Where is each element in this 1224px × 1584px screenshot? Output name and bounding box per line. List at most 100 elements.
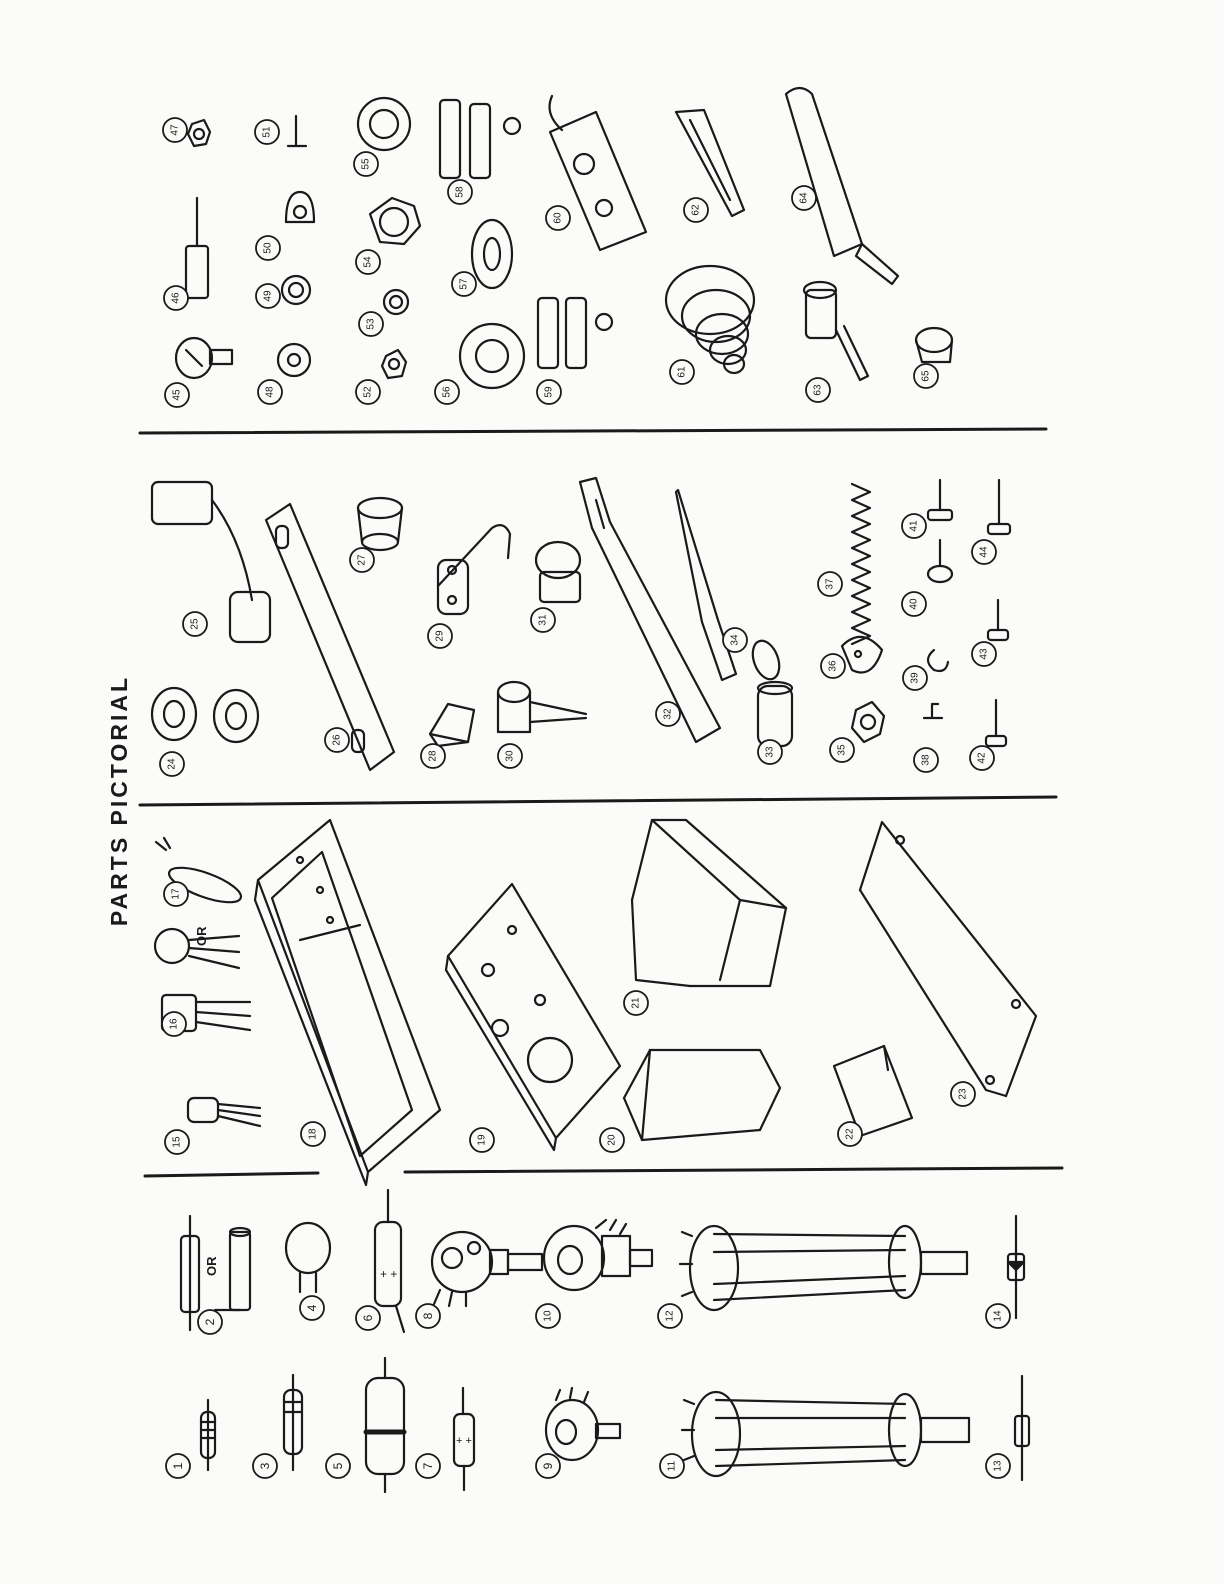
callout-part-45: 45 <box>165 383 189 407</box>
callout-number-64: 64 <box>799 192 810 204</box>
callout-part-56: 56 <box>435 380 459 404</box>
callout-number-52: 52 <box>363 386 374 398</box>
part-62-alligator-clip-drawing <box>676 110 744 216</box>
callout-part-59: 59 <box>537 380 561 404</box>
callout-number-59: 59 <box>544 386 555 398</box>
callout-part-27: 27 <box>350 548 374 572</box>
part-41-screw-drawing <box>928 480 952 520</box>
callout-number-18: 18 <box>308 1128 319 1140</box>
callout-number-37: 37 <box>825 578 836 590</box>
callout-part-15: 15 <box>165 1130 189 1154</box>
callout-part-30: 30 <box>498 744 522 768</box>
divider-middle <box>140 797 1056 805</box>
callout-number-11: 11 <box>667 1460 678 1471</box>
callout-number-12: 12 <box>665 1310 676 1322</box>
callout-number-62: 62 <box>691 204 702 216</box>
callout-number-8: 8 <box>421 1312 435 1319</box>
callout-part-39: 39 <box>903 666 927 690</box>
part-44-screw-drawing <box>988 480 1010 534</box>
callout-part-3: 3 <box>253 1454 277 1478</box>
callout-number-60: 60 <box>553 212 564 224</box>
part-25-connector-drawing <box>152 482 270 642</box>
part-5-capacitor-drawing <box>366 1358 404 1492</box>
callout-part-1: 1 <box>166 1454 190 1478</box>
callout-part-63: 63 <box>806 378 830 402</box>
callout-number-65: 65 <box>921 370 932 382</box>
part-14-diode-drawing <box>1008 1216 1024 1318</box>
part-50-lug-drawing <box>286 192 314 222</box>
part-37-spring-drawing <box>852 484 870 644</box>
part-46-spacer-drawing <box>186 198 208 298</box>
part-39-e-clip-drawing <box>928 650 948 671</box>
callout-number-19: 19 <box>477 1134 488 1146</box>
part-38-rivet-drawing <box>924 704 942 718</box>
callout-number-32: 32 <box>663 708 674 720</box>
callout-number-31: 31 <box>538 614 549 626</box>
callout-number-39: 39 <box>910 672 921 684</box>
callout-part-57: 57 <box>452 272 476 296</box>
part-8-potentiometer-drawing <box>432 1232 542 1306</box>
callout-part-34: 34 <box>723 628 747 652</box>
or-label-2: OR <box>204 1256 219 1276</box>
callout-number-21: 21 <box>631 997 642 1009</box>
callout-part-47: 47 <box>163 118 187 142</box>
callout-part-14: 14 <box>986 1304 1010 1328</box>
part-1-resistor-drawing <box>201 1400 215 1470</box>
callout-number-30: 30 <box>505 750 516 762</box>
part-11-coil-form-drawing <box>682 1392 969 1476</box>
part-4-disc-capacitor-drawing <box>286 1223 330 1292</box>
callout-part-36: 36 <box>821 654 845 678</box>
callout-number-38: 38 <box>921 754 932 766</box>
part-31-jack-drawing <box>536 542 580 602</box>
part-55-washer-drawing <box>358 98 410 150</box>
callout-number-48: 48 <box>265 386 276 398</box>
callout-number-26: 26 <box>332 734 343 746</box>
part-47-nut-drawing <box>188 120 210 146</box>
callout-part-13: 13 <box>986 1454 1010 1478</box>
callout-number-58: 58 <box>455 186 466 198</box>
callout-part-49: 49 <box>256 284 280 308</box>
part-45-thumb-screw-drawing <box>176 338 232 378</box>
callout-part-62: 62 <box>684 198 708 222</box>
callout-number-33: 33 <box>765 746 776 758</box>
callout-part-11: 11 <box>660 1454 684 1478</box>
callout-number-61: 61 <box>677 366 688 378</box>
callout-number-49: 49 <box>263 290 274 302</box>
callout-number-20: 20 <box>607 1134 618 1146</box>
callout-part-52: 52 <box>356 380 380 404</box>
callout-part-58: 58 <box>448 180 472 204</box>
part-57-lock-washer-drawing <box>472 220 512 288</box>
callout-part-5: 5 <box>326 1454 350 1478</box>
callout-part-12: 12 <box>658 1304 682 1328</box>
callout-number-45: 45 <box>172 389 183 401</box>
part-12-coil-form-drawing <box>680 1226 967 1310</box>
callout-number-27: 27 <box>357 554 368 566</box>
callout-part-64: 64 <box>792 186 816 210</box>
divider-top <box>140 429 1046 433</box>
callout-number-51: 51 <box>262 126 273 138</box>
callout-number-56: 56 <box>442 386 453 398</box>
part-7-capacitor-drawing: + + <box>454 1388 474 1490</box>
callout-part-53: 53 <box>359 312 383 336</box>
part-10-switch-drawing <box>544 1220 652 1290</box>
part-13-diode-drawing <box>1015 1376 1029 1480</box>
callout-number-6: 6 <box>361 1314 375 1321</box>
callout-number-4: 4 <box>305 1304 319 1311</box>
divider-lower-right <box>405 1168 1062 1172</box>
part-48-washer-drawing <box>278 344 310 376</box>
callout-part-38: 38 <box>914 748 938 772</box>
part-9-potentiometer-drawing <box>546 1388 620 1460</box>
callout-number-16: 16 <box>169 1018 180 1030</box>
callout-number-47: 47 <box>170 124 181 136</box>
callout-part-65: 65 <box>914 364 938 388</box>
callout-part-37: 37 <box>818 572 842 596</box>
callout-part-33: 33 <box>758 740 782 764</box>
callout-part-9: 9 <box>536 1454 560 1478</box>
callout-part-51: 51 <box>255 120 279 144</box>
callout-number-57: 57 <box>459 278 470 290</box>
callout-part-19: 19 <box>470 1128 494 1152</box>
callout-number-41: 41 <box>909 520 920 532</box>
part-3-resistor-drawing <box>284 1375 302 1470</box>
callout-part-46: 46 <box>164 286 188 310</box>
callout-number-14: 14 <box>993 1310 1004 1322</box>
